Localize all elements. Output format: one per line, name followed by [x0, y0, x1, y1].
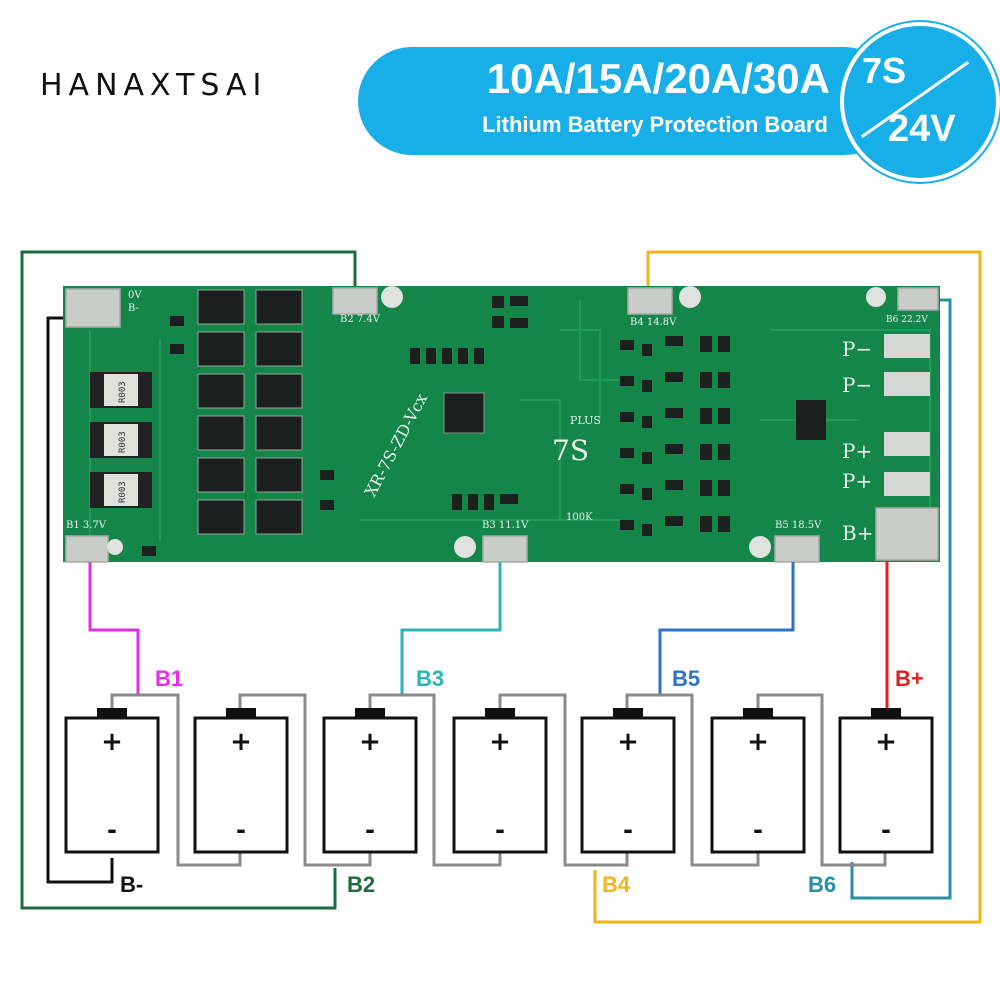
battery-plus-sign: +	[875, 727, 897, 757]
shunt-code-3: R003	[118, 481, 128, 503]
pad-p-minus-1	[884, 334, 930, 358]
label-b4: B4	[602, 872, 631, 897]
board-center-label: 7S	[552, 434, 589, 467]
pad-p-plus-2	[884, 472, 930, 496]
battery-body	[193, 716, 289, 854]
label-b1: B1	[155, 666, 183, 691]
current-ratings: 10A/15A/20A/30A	[486, 55, 830, 102]
label-b-minus-pad: B-	[128, 303, 139, 314]
spec-badge	[840, 22, 1000, 182]
shunt-code-1: R003	[118, 381, 128, 403]
label-b5-pad: B5 18.5V	[775, 520, 822, 531]
battery-plus-sign: +	[101, 727, 123, 757]
battery-minus-sign: -	[753, 816, 763, 844]
battery-cell: +-	[322, 708, 418, 854]
battery-plus-sign: +	[359, 727, 381, 757]
battery-plus-sign: +	[617, 727, 639, 757]
battery-minus-sign: -	[236, 816, 246, 844]
pad-b2	[332, 287, 378, 315]
wire-bminus	[46, 316, 114, 884]
battery-cell: +-	[710, 708, 806, 854]
battery-plus-sign: +	[747, 727, 769, 757]
label-b2: B2	[347, 872, 375, 897]
title-banner	[358, 47, 898, 155]
label-b6: B6	[808, 872, 836, 897]
label-b3-pad: B3 11.1V	[482, 520, 529, 531]
label-b1-pad: B1 3.7V	[66, 520, 107, 531]
label-b4-pad: B4 14.8V	[630, 317, 677, 328]
wire-b6	[850, 298, 952, 900]
board-resistor-label: 100K	[566, 512, 593, 523]
pad-p-minus-2	[884, 372, 930, 396]
board-plus-label: PLUS	[570, 414, 601, 427]
pad-p-plus-1	[884, 432, 930, 456]
label-p-minus-1: P−	[842, 337, 872, 361]
battery-cell: +-	[64, 708, 160, 854]
battery-minus-sign: -	[495, 816, 505, 844]
label-p-plus-1: P+	[842, 439, 872, 463]
shunt-code-2: R003	[118, 431, 128, 453]
wire-b4	[593, 250, 982, 924]
battery-cells: +-+-+-+-+-+-+-	[64, 708, 934, 854]
label-bplus: B+	[895, 666, 924, 691]
pad-b-minus	[65, 288, 121, 328]
label-bminus: B-	[120, 872, 143, 897]
pad-b6	[897, 287, 939, 311]
label-0v: 0V	[128, 290, 142, 301]
controller-ic	[443, 392, 485, 434]
battery-minus-sign: -	[107, 816, 117, 844]
battery-minus-sign: -	[881, 816, 891, 844]
pad-b1	[65, 535, 109, 563]
battery-plus-sign: +	[489, 727, 511, 757]
label-p-minus-2: P−	[842, 373, 872, 397]
battery-body	[322, 716, 418, 854]
wire-b3	[400, 562, 502, 695]
battery-body	[838, 716, 934, 854]
brand-logo: HANAXTSAI	[40, 68, 268, 103]
battery-cell: +-	[580, 708, 676, 854]
battery-minus-sign: -	[365, 816, 375, 844]
label-b5: B5	[672, 666, 700, 691]
label-b3: B3	[416, 666, 444, 691]
pad-bplus	[875, 507, 939, 561]
battery-body	[64, 716, 160, 854]
battery-cell: +-	[193, 708, 289, 854]
battery-cell: +-	[452, 708, 548, 854]
battery-body	[710, 716, 806, 854]
battery-minus-sign: -	[623, 816, 633, 844]
label-b2-pad: B2 7.4V	[340, 314, 381, 325]
battery-body	[580, 716, 676, 854]
label-bplus-pad: B+	[842, 521, 873, 545]
voltage-rating: 24V	[888, 108, 956, 150]
cell-count: 7S	[862, 50, 907, 91]
wire-b2	[20, 250, 357, 910]
pad-b5	[774, 535, 820, 563]
battery-plus-sign: +	[230, 727, 252, 757]
product-subtitle: Lithium Battery Protection Board	[482, 112, 828, 137]
pad-b4	[627, 287, 673, 315]
battery-body	[452, 716, 548, 854]
wire-b1	[88, 562, 140, 695]
label-p-plus-2: P+	[842, 469, 872, 493]
pad-b3	[482, 535, 528, 563]
battery-cell: +-	[838, 708, 934, 854]
wire-b5	[658, 562, 795, 695]
label-b6-pad: B6 22.2V	[886, 315, 928, 325]
